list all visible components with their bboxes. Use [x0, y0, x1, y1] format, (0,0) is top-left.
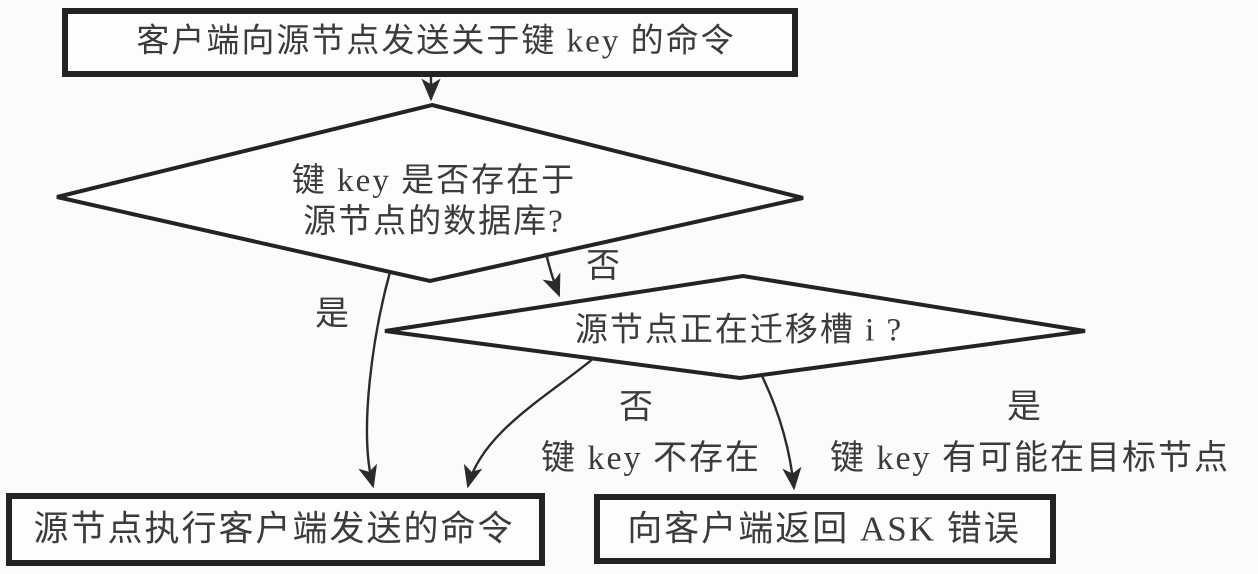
decision-migrating-label: 源节点正在迁移槽 i ?	[574, 312, 904, 349]
ask-error-label: 向客户端返回 ASK 错误	[627, 509, 1021, 549]
arrow-yes-to-ask-error	[760, 375, 802, 491]
edge-label-migrating-no: 否	[619, 388, 655, 426]
start-box	[62, 8, 798, 77]
start-label: 客户端向源节点发送关于键 key 的命令	[136, 23, 736, 60]
arrow-yes-to-execute	[358, 271, 392, 489]
arrow-no-to-execute	[463, 357, 595, 489]
decision-migrating-diamond	[384, 273, 1086, 381]
decision-key-exists-line1: 键 key 是否存在于	[291, 163, 577, 200]
ask-error-box	[594, 494, 1056, 564]
decision-key-exists-label: 键 key 是否存在于 源节点的数据库?	[292, 161, 576, 243]
decision-key-exists-diamond	[56, 102, 804, 284]
arrow-no-to-migrating	[542, 252, 561, 298]
decision-key-exists-line2: 源节点的数据库?	[303, 204, 565, 240]
execute-command-label: 源节点执行客户端发送的命令	[33, 509, 515, 549]
edge-note-key-maybe-target: 键 key 有可能在目标节点	[829, 439, 1231, 477]
edge-label-migrating-yes: 是	[1007, 388, 1043, 426]
edge-label-key-exists-no: 否	[586, 247, 622, 285]
execute-command-box	[6, 493, 545, 566]
edge-label-key-exists-yes: 是	[315, 295, 351, 333]
edge-note-key-not-exist: 键 key 不存在	[540, 439, 762, 477]
